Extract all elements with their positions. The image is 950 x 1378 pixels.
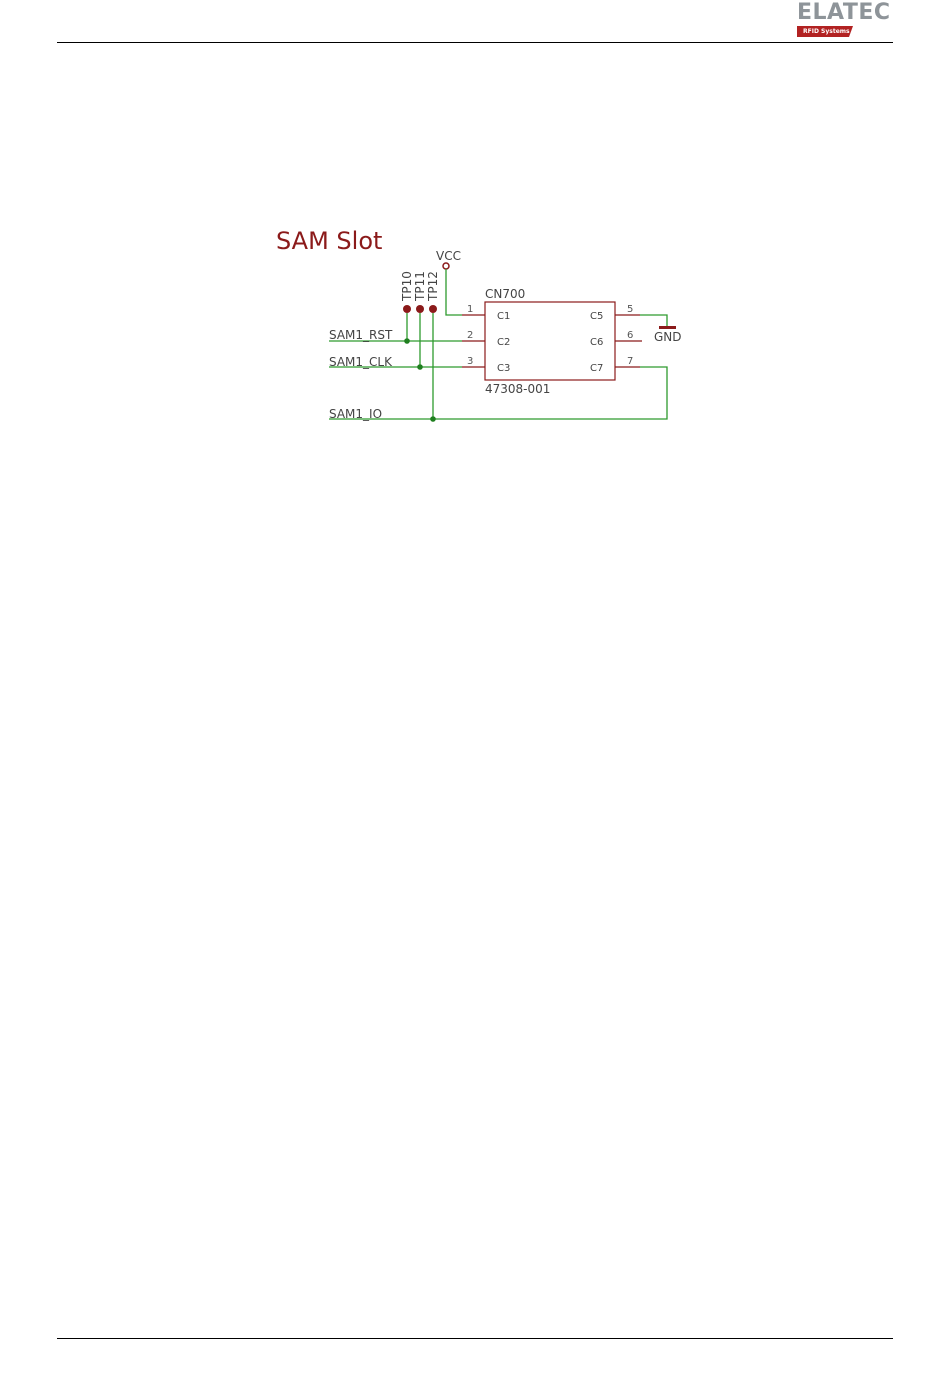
pin-number-6: 6 <box>627 330 633 341</box>
tp11-label: TP11 <box>413 271 427 302</box>
ground-symbol-icon <box>659 326 676 329</box>
connector-part-number: 47308-001 <box>485 382 550 396</box>
pin-number-7: 7 <box>627 356 633 367</box>
junction-io <box>430 416 436 422</box>
test-point-tp10 <box>403 305 411 313</box>
pin-name-c7: C7 <box>590 363 603 374</box>
pin-name-c2: C2 <box>497 337 510 348</box>
pin-number-1: 1 <box>467 304 473 315</box>
pin-name-c6: C6 <box>590 337 603 348</box>
pin-name-c3: C3 <box>497 363 510 374</box>
vcc-label: VCC <box>436 249 461 263</box>
pin-number-5: 5 <box>627 304 633 315</box>
net-label-rst: SAM1_RST <box>329 328 393 342</box>
pin-name-c1: C1 <box>497 311 510 322</box>
tp12-label: TP12 <box>426 271 440 302</box>
vcc-wire <box>446 269 462 315</box>
vcc-terminal-icon <box>443 263 449 269</box>
pin-number-3: 3 <box>467 356 473 367</box>
connector-refdes: CN700 <box>485 287 525 301</box>
junction-rst <box>404 338 410 344</box>
tp10-label: TP10 <box>400 271 414 302</box>
test-point-tp12 <box>429 305 437 313</box>
net-label-io: SAM1_IO <box>329 407 382 421</box>
test-point-tp11 <box>416 305 424 313</box>
pin-number-2: 2 <box>467 330 473 341</box>
schematic-title: SAM Slot <box>276 227 382 255</box>
net-label-clk: SAM1_CLK <box>329 355 393 369</box>
junction-clk <box>417 364 423 370</box>
gnd-label: GND <box>654 330 682 344</box>
gnd-wire <box>640 315 667 326</box>
pin-name-c5: C5 <box>590 311 603 322</box>
